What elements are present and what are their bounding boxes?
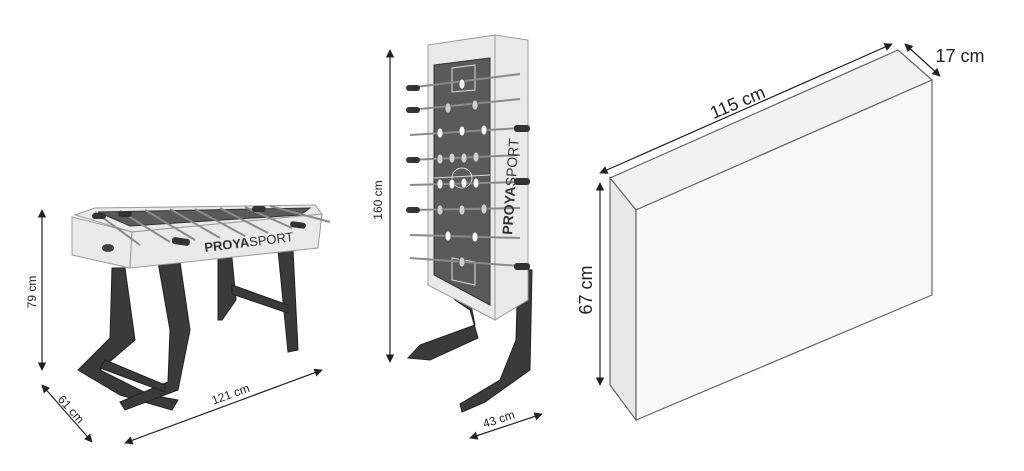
table-leg-back-left	[217, 257, 237, 321]
folded-depth-label: 43 cm	[481, 407, 516, 430]
box-length-dimension-line	[599, 43, 893, 174]
folded-height-label: 160 cm	[371, 180, 385, 219]
foosball-table-folded: PROYASPORT 160 cm 43 cm	[371, 34, 543, 440]
table-cabinet-side	[129, 213, 323, 269]
box-width-label: 17 cm	[935, 46, 984, 66]
ball-slot-icon	[102, 244, 114, 252]
table-brand-logo: PROYASPORT	[204, 229, 295, 255]
folded-leg-front	[459, 267, 533, 413]
folded-players	[436, 78, 488, 268]
box-height-label: 67 cm	[576, 265, 596, 314]
table-crossbar	[231, 284, 289, 314]
box-side-face	[609, 176, 637, 422]
folded-leg-back	[406, 299, 479, 361]
folded-brand-logo: PROYASPORT	[499, 137, 522, 235]
table-depth-label: 61 cm	[55, 392, 87, 426]
field-markings	[433, 64, 491, 286]
table-leg-back-right	[277, 249, 299, 353]
depth-dimension-line	[41, 384, 93, 443]
table-height-label: 79 cm	[25, 276, 39, 309]
length-dimension-line	[124, 368, 323, 445]
shipping-box: 115 cm 17 cm 67 cm	[576, 43, 985, 422]
folded-depth-dimension-line	[469, 412, 543, 440]
table-rods	[92, 205, 331, 246]
foosball-table-open: PROYASPORT 79 cm 61 cm 121 cm	[25, 204, 331, 445]
box-width-dimension-line	[904, 43, 941, 77]
